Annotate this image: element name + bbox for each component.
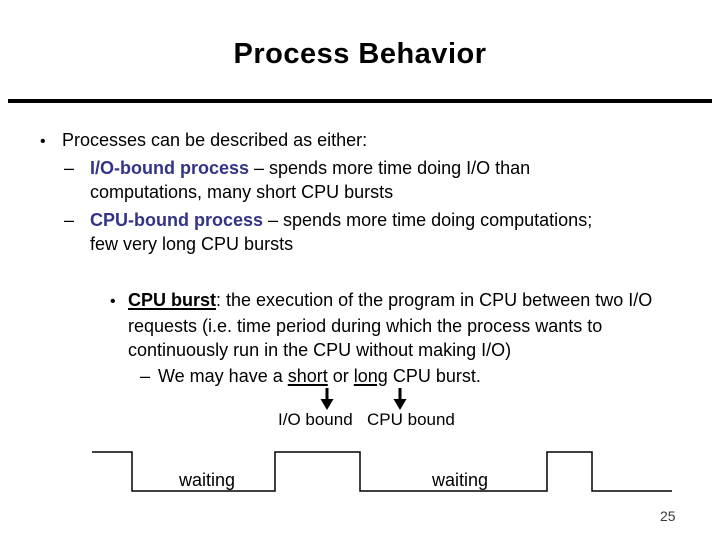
intro-text: Processes can be described as either:	[62, 130, 368, 150]
long-word: long	[353, 366, 388, 386]
or-word: or	[327, 366, 354, 386]
we-may-suffix: CPU burst.	[387, 366, 481, 386]
we-may-prefix: We may have a	[158, 366, 288, 386]
cpu-bound-desc: – spends more time doing computations; f…	[90, 210, 593, 254]
waiting-label-left: waiting	[179, 470, 236, 490]
dash-marker: –	[64, 158, 75, 178]
bullet-marker: •	[110, 293, 116, 310]
page-number: 25	[660, 508, 676, 524]
bullet-marker: •	[40, 133, 46, 150]
cpu-burst-term: CPU burst	[128, 290, 217, 310]
cpu-burst-desc: : the execution of the program in CPU be…	[128, 290, 653, 360]
io-bound-term: I/O-bound process	[90, 158, 250, 178]
bullet-intro: • Processes can be described as either:	[40, 128, 660, 154]
short-word: short	[287, 366, 328, 386]
slide-title: Process Behavior	[233, 38, 487, 70]
down-arrow-icon	[320, 388, 334, 410]
cpu-bound-term: CPU-bound process	[90, 210, 264, 230]
io-bound-desc: – spends more time doing I/O than comput…	[90, 158, 531, 202]
dash-marker: –	[64, 210, 75, 230]
down-arrow-icon	[393, 388, 407, 410]
cpu-burst-waveform	[92, 451, 672, 492]
bullet-cpu-burst: • CPU burst: the execution of the program…	[110, 288, 675, 362]
cpu-bound-arrow-label: CPU bound	[367, 410, 455, 429]
dash-marker: –	[140, 366, 151, 386]
waiting-label-right: waiting	[432, 470, 489, 490]
bullet-io-bound-process: –I/O-bound process – spends more time do…	[64, 156, 540, 204]
bullet-we-may-have: –We may have a short or long CPU burst.	[140, 364, 481, 388]
title-divider	[8, 99, 712, 103]
bullet-cpu-bound-process: –CPU-bound process – spends more time do…	[64, 208, 624, 256]
io-bound-arrow-label: I/O bound	[278, 410, 353, 429]
